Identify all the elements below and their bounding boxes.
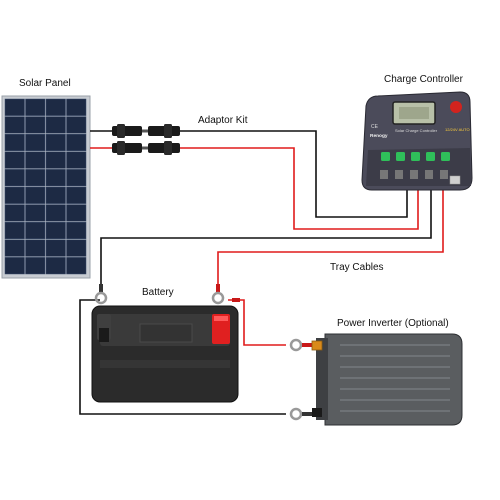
solar-cell bbox=[66, 169, 87, 187]
solar-cell bbox=[45, 151, 66, 169]
wiring bbox=[79, 130, 444, 415]
solar-cell bbox=[25, 133, 46, 152]
solar-cell bbox=[25, 239, 46, 257]
solar-cell bbox=[66, 116, 87, 134]
power-inverter bbox=[311, 333, 463, 426]
solar-cell bbox=[25, 257, 46, 275]
solar-cell bbox=[25, 169, 46, 187]
charge-controller-label: Charge Controller bbox=[384, 74, 463, 85]
adaptor-negative-wire bbox=[180, 130, 408, 218]
battery-to-inverter-negative-wire bbox=[79, 299, 286, 415]
battery-positive-tray-wire bbox=[217, 188, 444, 285]
solar-panel bbox=[1, 95, 91, 279]
battery bbox=[91, 305, 239, 403]
solar-cell bbox=[66, 133, 87, 152]
solar-panel-cells bbox=[4, 98, 87, 275]
adaptor-kit-label: Adaptor Kit bbox=[198, 115, 248, 126]
ring-terminal-icon bbox=[94, 284, 312, 421]
battery-label: Battery bbox=[142, 287, 174, 298]
solar-cell bbox=[45, 169, 66, 187]
solar-cell bbox=[4, 257, 25, 275]
inverter-fins bbox=[340, 344, 450, 412]
solar-cell bbox=[45, 186, 66, 204]
battery-negative-tray-wire bbox=[100, 188, 432, 285]
solar-cell bbox=[4, 133, 25, 152]
power-inverter-label: Power Inverter (Optional) bbox=[337, 318, 449, 329]
controller-model-text: Solar Charge Controller bbox=[395, 128, 438, 133]
controller-terminals bbox=[380, 170, 461, 185]
solar-cell bbox=[4, 169, 25, 187]
solar-cell bbox=[25, 116, 46, 134]
tray-cables-label: Tray Cables bbox=[330, 262, 384, 273]
solar-cell bbox=[25, 204, 46, 222]
solar-cell bbox=[66, 186, 87, 204]
solar-cell bbox=[4, 98, 25, 116]
solar-cell bbox=[4, 239, 25, 257]
solar-cell bbox=[66, 239, 87, 257]
solar-cell bbox=[4, 186, 25, 204]
adaptor-positive-wire bbox=[180, 147, 419, 230]
solar-cell bbox=[25, 221, 46, 240]
solar-cell bbox=[45, 204, 66, 222]
controller-status-buttons bbox=[381, 152, 450, 161]
controller-voltage-text: 12/24V AUTO bbox=[445, 127, 470, 132]
solar-panel-label: Solar Panel bbox=[19, 78, 71, 89]
solar-cell bbox=[66, 151, 87, 169]
solar-cell bbox=[45, 221, 66, 240]
mc4-connector-icon bbox=[112, 124, 180, 155]
solar-cell bbox=[66, 98, 87, 116]
solar-cell bbox=[66, 204, 87, 222]
controller-ce-mark: CE bbox=[371, 124, 379, 130]
solar-cell bbox=[25, 98, 46, 116]
solar-cell bbox=[66, 221, 87, 240]
solar-cell bbox=[45, 98, 66, 116]
charge-controller: CE Renogy Solar Charge Controller 12/24V… bbox=[361, 91, 473, 191]
solar-cell bbox=[45, 257, 66, 275]
solar-cell bbox=[4, 204, 25, 222]
solar-cell bbox=[45, 133, 66, 152]
solar-cell bbox=[4, 151, 25, 169]
solar-cell bbox=[45, 116, 66, 134]
controller-brand: Renogy bbox=[370, 133, 388, 139]
solar-cell bbox=[4, 221, 25, 240]
solar-cell bbox=[45, 239, 66, 257]
solar-cell bbox=[4, 116, 25, 134]
solar-cell bbox=[25, 151, 46, 169]
solar-cell bbox=[25, 186, 46, 204]
solar-cell bbox=[66, 257, 87, 275]
